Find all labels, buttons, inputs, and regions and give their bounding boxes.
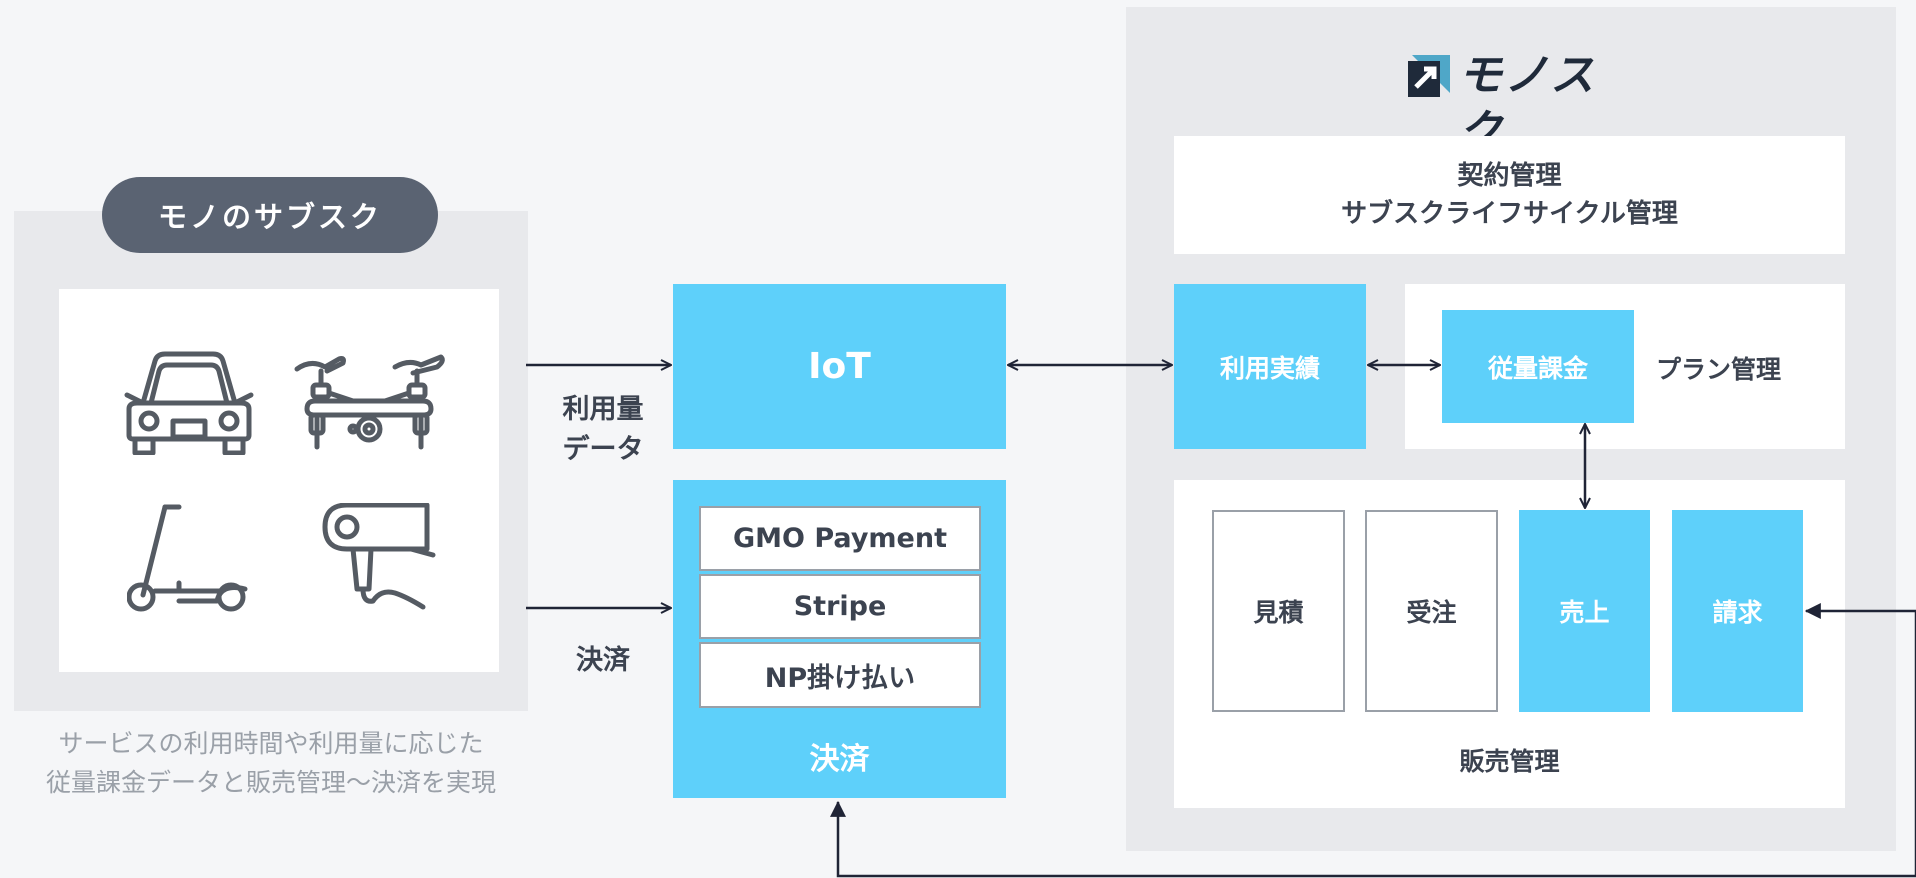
contract-management-box: 契約管理 サブスクライフサイクル管理 xyxy=(1174,136,1845,254)
hair-dryer-icon xyxy=(322,503,436,610)
metered-billing-box: 従量課金 xyxy=(1442,310,1634,423)
caption-line-2: 従量課金データと販売管理〜決済を実現 xyxy=(45,768,496,797)
iot-box: IoT xyxy=(673,284,1006,449)
logo-arrow-icon xyxy=(1408,55,1450,97)
usage-data-label-line-2: データ xyxy=(562,434,644,465)
plan-management-label: プラン管理 xyxy=(1656,355,1782,384)
usage-record-box: 利用実績 xyxy=(1174,284,1366,449)
payment-provider-gmo: GMO Payment xyxy=(699,506,981,571)
car-icon xyxy=(124,351,254,455)
payment-provider-stripe: Stripe xyxy=(699,574,981,639)
sales-item-order: 受注 xyxy=(1365,510,1498,712)
caption-line-1: サービスの利用時間や利用量に応じた xyxy=(58,729,484,758)
sales-item-estimate: 見積 xyxy=(1212,510,1345,712)
contract-management-line-1: 契約管理 xyxy=(1457,161,1562,191)
scooter-icon xyxy=(127,504,248,612)
usage-data-label-line-1: 利用量 xyxy=(562,394,644,425)
payment-connector-label: 決済 xyxy=(576,645,630,676)
contract-management-line-2: サブスクライフサイクル管理 xyxy=(1341,199,1678,229)
sales-item-sales: 売上 xyxy=(1519,510,1650,712)
sales-management-label: 販売管理 xyxy=(1459,747,1560,776)
payment-box-label: 決済 xyxy=(809,742,870,777)
payment-provider-np: NP掛け払い xyxy=(699,642,981,708)
things-subscription-badge: モノのサブスク xyxy=(102,177,438,253)
device-icons-card xyxy=(59,289,499,672)
sales-item-invoice: 請求 xyxy=(1672,510,1803,712)
left-panel-caption: サービスの利用時間や利用量に応じた 従量課金データと販売管理〜決済を実現 xyxy=(14,724,528,802)
drone-icon xyxy=(294,354,445,450)
invoice-payment-return-line xyxy=(830,611,1916,878)
usage-data-label: 利用量 データ xyxy=(555,390,651,470)
